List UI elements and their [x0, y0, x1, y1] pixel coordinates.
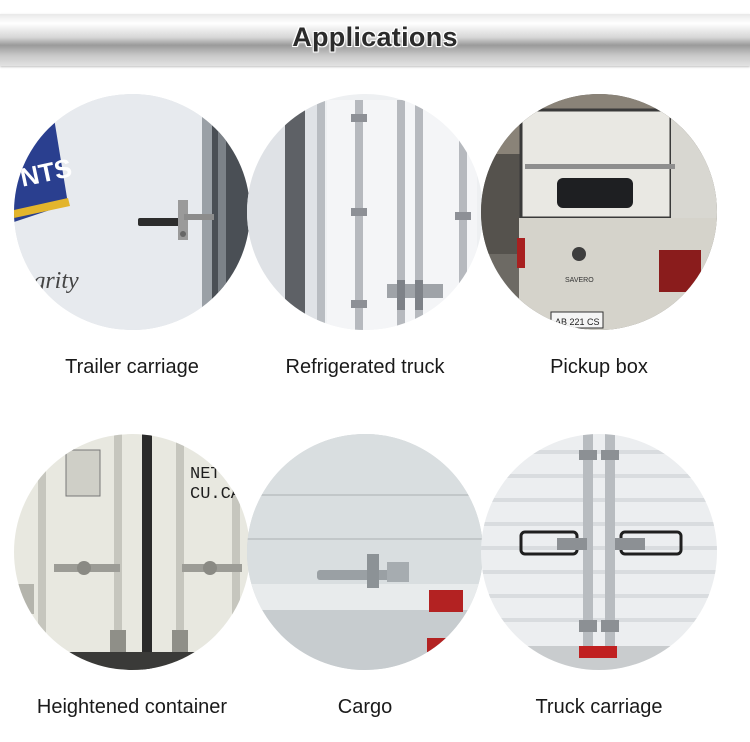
pickup-box-photo: SAVERO AB 221 CS — [481, 94, 717, 330]
cargo-caption: Cargo — [337, 696, 393, 718]
trailer-carriage-photo: NTS tegrity — [14, 94, 250, 330]
trailer-script-text: tegrity — [16, 268, 79, 294]
pickup-box-caption: Pickup box — [550, 356, 648, 378]
truck-carriage-photo — [481, 434, 717, 670]
pickup-plate-text: AB 221 CS — [555, 317, 600, 327]
container-stencil-line1: NET. — [190, 465, 231, 484]
refrigerated-truck-photo — [247, 94, 483, 330]
cargo-photo — [247, 434, 483, 670]
heightened-container-caption: Heightened container — [36, 696, 228, 718]
container-stencil-line2: CU.CAP. — [190, 485, 250, 504]
page-title: Applications — [292, 22, 458, 52]
trailer-carriage-caption: Trailer carriage — [65, 356, 199, 378]
header-banner — [0, 14, 750, 66]
refrigerated-truck-caption: Refrigerated truck — [285, 356, 445, 378]
heightened-container-photo: NET. CU.CAP. — [14, 434, 250, 670]
truck-carriage-caption: Truck carriage — [535, 696, 663, 718]
pickup-brand-text: SAVERO — [565, 277, 594, 284]
